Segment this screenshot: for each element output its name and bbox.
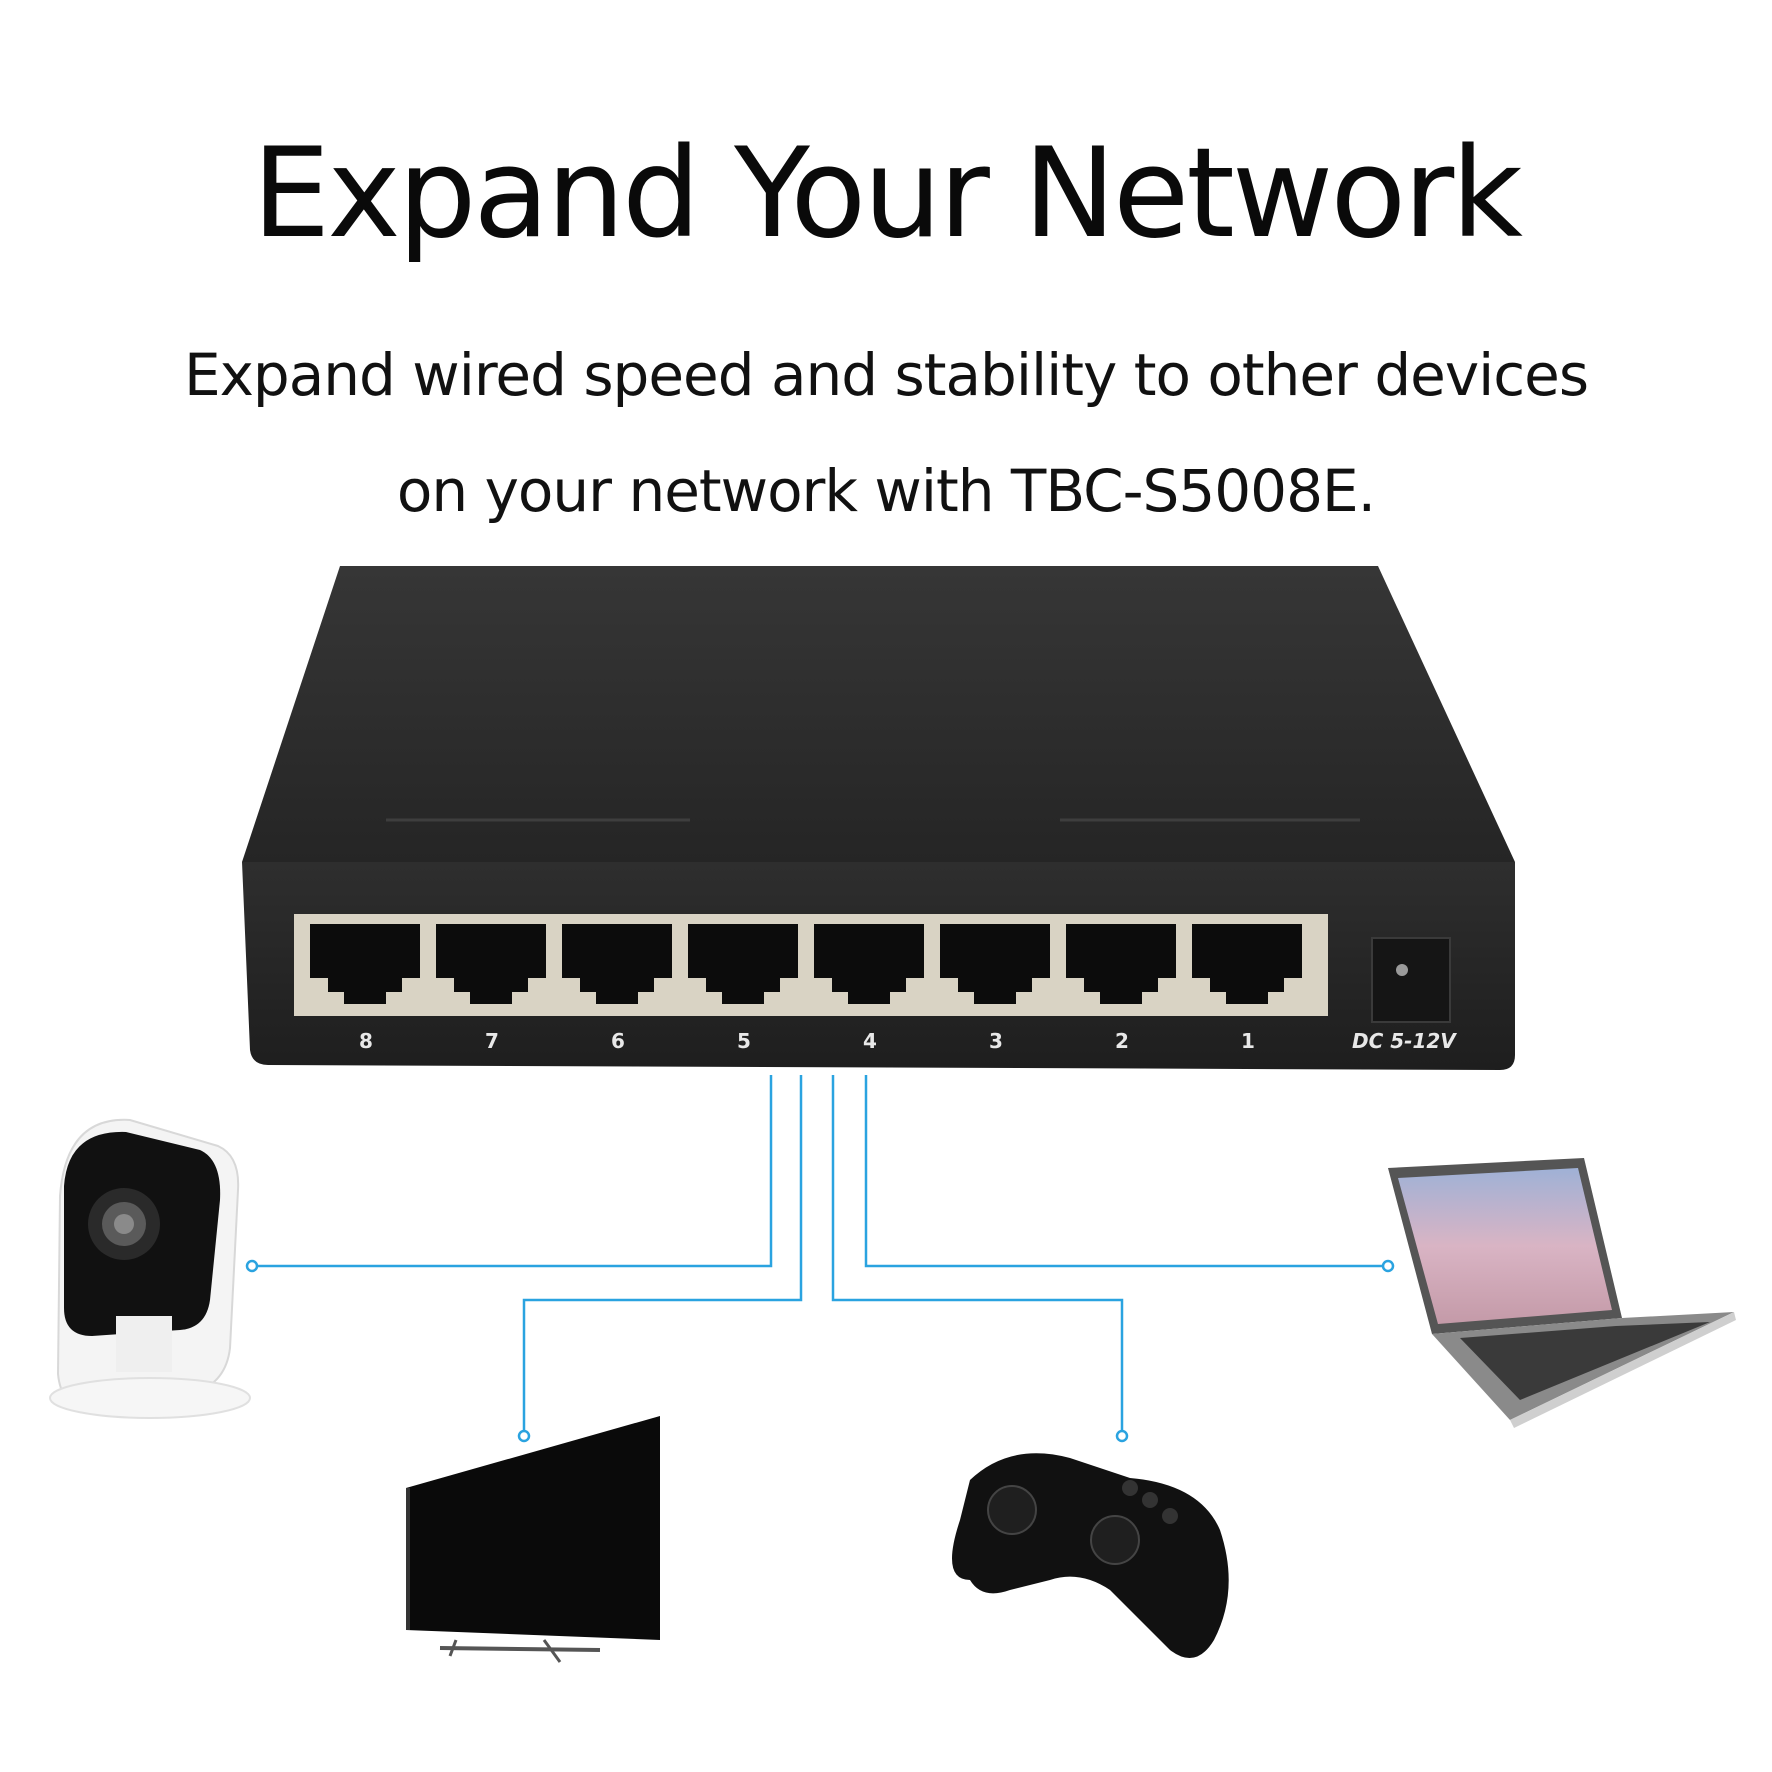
tv-icon: [406, 1416, 660, 1663]
port-label-1: 1: [1241, 1029, 1255, 1053]
endpoint-laptop: [1381, 1259, 1395, 1273]
dc-label: DC 5-12V: [1352, 1029, 1457, 1053]
subtitle-line-1: Expand wired speed and stability to othe…: [183, 341, 1589, 409]
port-label-3: 3: [989, 1029, 1003, 1053]
headline: Expand Your Network: [251, 122, 1523, 266]
port-label-2: 2: [1115, 1029, 1129, 1053]
endpoint-gamepad: [1115, 1429, 1129, 1443]
ethernet-port-4: [814, 924, 924, 1004]
cable-endpoints: [245, 1259, 1395, 1443]
port-group: [310, 924, 1302, 1004]
endpoint-tv: [517, 1429, 531, 1443]
ethernet-port-7: [436, 924, 546, 1004]
camera-icon: [49, 1118, 251, 1419]
ethernet-port-2: [1066, 924, 1176, 1004]
ethernet-port-6: [562, 924, 672, 1004]
cable-tv: [522, 1075, 803, 1436]
endpoint-camera: [245, 1259, 259, 1273]
port-label-5: 5: [737, 1029, 751, 1053]
ethernet-port-5: [688, 924, 798, 1004]
port-labels: 8 7 6 5 4 3 2 1: [359, 1029, 1255, 1053]
cable-laptop: [864, 1075, 1388, 1268]
gamepad-icon: [952, 1453, 1229, 1658]
cable-gamepad: [831, 1075, 1124, 1436]
port-label-6: 6: [611, 1029, 625, 1053]
cables: [252, 1075, 1388, 1436]
cable-camera: [252, 1075, 773, 1268]
network-switch: 8 7 6 5 4 3 2 1 DC 5-12V: [242, 566, 1515, 1070]
port-label-4: 4: [863, 1029, 877, 1053]
dc-pin: [1396, 964, 1408, 976]
ethernet-port-3: [940, 924, 1050, 1004]
ethernet-port-1: [1192, 924, 1302, 1004]
dc-power-jack: [1371, 937, 1451, 1023]
subtitle-line-2: on your network with TBC-S5008E.: [396, 457, 1376, 525]
switch-top: [242, 566, 1515, 862]
ethernet-port-8: [310, 924, 420, 1004]
port-label-8: 8: [359, 1029, 373, 1053]
port-label-7: 7: [485, 1029, 499, 1053]
laptop-icon: [1388, 1158, 1736, 1428]
